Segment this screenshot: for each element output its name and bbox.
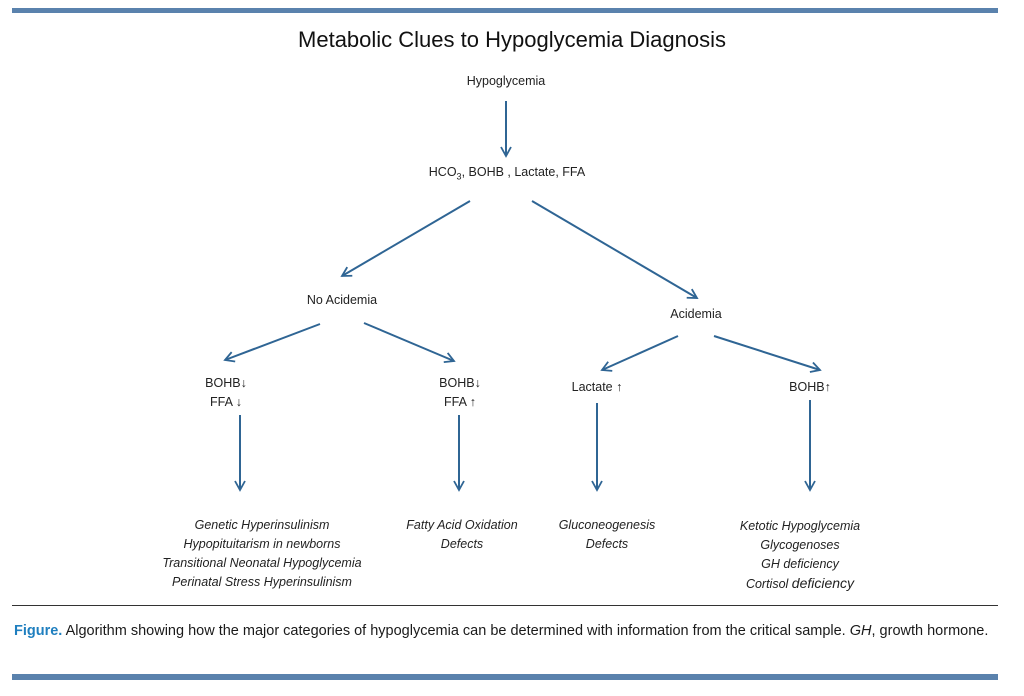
figure-title: Metabolic Clues to Hypoglycemia Diagnosi… xyxy=(298,27,726,52)
leaf-fatty-acid-line: Fatty Acid Oxidation xyxy=(406,518,518,532)
leaf-ketotic-line: Glycogenoses xyxy=(760,538,840,552)
arrow-no-acidemia-to-bohb-down-ffa-up xyxy=(363,322,456,364)
node-bohb-ffa-down-line1: BOHB↓ xyxy=(205,376,247,390)
leaf-fatty-acid-line: Defects xyxy=(440,537,484,551)
leaf-gluconeogenesis-line: Gluconeogenesis xyxy=(558,518,656,532)
leaf-ketotic-line: Cortisol deficiency xyxy=(718,574,882,594)
node-tests-rest: , BOHB , Lactate, FFA xyxy=(461,165,586,179)
leaf-gluconeogenesis-line: Defects xyxy=(585,537,629,551)
node-tests: HCO3, BOHB , Lactate, FFA xyxy=(400,165,614,182)
node-bohb-down-ffa-up-line2: FFA ↑ xyxy=(444,395,476,409)
leaf-ketotic-deficiency: deficiency xyxy=(791,575,855,591)
caption-divider xyxy=(12,605,998,606)
leaf-hyperinsulinism-line: Genetic Hyperinsulinism xyxy=(194,518,330,532)
node-tests-hco-subscript: 3 xyxy=(456,171,462,182)
leaf-hyperinsulinism-line: Hypopituitarism in newborns xyxy=(183,537,341,551)
leaf-ketotic-line: GH deficiency xyxy=(761,557,839,571)
node-tests-hco: HCO xyxy=(428,165,457,179)
node-bohb-ffa-down-line2: FFA ↓ xyxy=(210,395,242,409)
caption-gh-abbrev: GH xyxy=(849,623,872,639)
leaf-hyperinsulinism-line: Perinatal Stress Hyperinsulinism xyxy=(172,575,352,589)
leaf-gluconeogenesis: Gluconeogenesis Defects xyxy=(542,516,672,554)
node-bohb-down-ffa-up-line1: BOHB↓ xyxy=(439,376,481,390)
leaf-hyperinsulinism: Genetic Hyperinsulinism Hypopituitarism … xyxy=(132,516,392,592)
node-lactate-up: Lactate ↑ xyxy=(571,380,623,394)
leaf-ketotic: Ketotic Hypoglycemia Glycogenoses GH def… xyxy=(718,517,882,594)
leaf-ketotic-line: Ketotic Hypoglycemia xyxy=(739,519,861,533)
node-no-acidemia: No Acidemia xyxy=(306,293,378,307)
caption-label: Figure. xyxy=(14,623,63,639)
arrow-acidemia-to-bohb-up xyxy=(713,335,822,373)
arrow-tests-to-acidemia xyxy=(531,200,699,299)
top-rule xyxy=(12,8,998,13)
node-bohb-up: BOHB↑ xyxy=(789,380,831,394)
node-acidemia: Acidemia xyxy=(670,307,722,321)
caption-text-end: , growth hormone. xyxy=(871,623,989,639)
leaf-ketotic-cortisol: Cortisol xyxy=(745,577,792,591)
caption-text: Algorithm showing how the major categori… xyxy=(62,623,850,639)
bottom-rule xyxy=(12,674,998,680)
arrow-acidemia-to-lactate xyxy=(600,335,679,372)
node-bohb-down-ffa-up: BOHB↓ FFA ↑ xyxy=(430,374,490,412)
node-bohb-ffa-down: BOHB↓ FFA ↓ xyxy=(196,374,256,412)
node-hypoglycemia: Hypoglycemia xyxy=(466,74,546,88)
figure-caption: Figure. Algorithm showing how the major … xyxy=(14,621,994,642)
leaf-hyperinsulinism-line: Transitional Neonatal Hypoglycemia xyxy=(162,556,362,570)
arrow-tests-to-no-acidemia xyxy=(340,200,471,277)
leaf-fatty-acid: Fatty Acid Oxidation Defects xyxy=(392,516,532,554)
arrow-no-acidemia-to-bohb-ffa-down xyxy=(223,323,321,363)
